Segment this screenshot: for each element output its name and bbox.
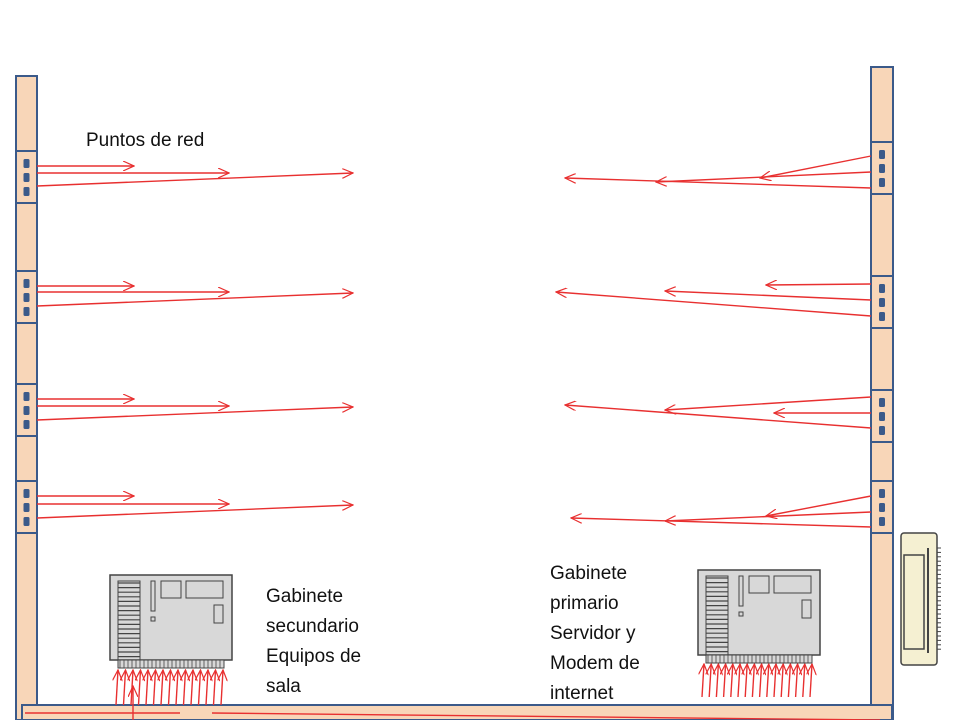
wall-outlet-icon xyxy=(870,141,894,195)
primary-cabinet-line: primario xyxy=(550,593,619,614)
network-cable xyxy=(154,670,156,706)
network-cable xyxy=(716,664,718,698)
patch-panel-icon xyxy=(900,532,941,666)
primary-cabinet-icon xyxy=(697,569,821,664)
network-cable xyxy=(796,664,798,698)
network-cable xyxy=(176,670,178,706)
network-cable xyxy=(214,670,216,706)
network-cable xyxy=(556,292,872,317)
secondary-cabinet-line: sala xyxy=(266,676,301,697)
network-cable xyxy=(169,670,171,706)
network-cable xyxy=(665,511,872,521)
network-cable xyxy=(656,171,872,182)
network-cable xyxy=(788,664,790,698)
floor-cable xyxy=(211,712,881,720)
network-cable xyxy=(116,670,118,706)
primary-cabinet-line: Modem de xyxy=(550,653,640,674)
network-cable xyxy=(139,670,141,706)
secondary-cabinet-line: Equipos de xyxy=(266,646,362,667)
secondary-cabinet-label: Gabinete secundario Equipos de sala xyxy=(266,582,361,702)
primary-cabinet-label: Gabinete primario Servidor y Modem de in… xyxy=(550,559,640,709)
network-cable xyxy=(565,405,872,429)
network-cable xyxy=(766,284,872,285)
network-cable xyxy=(745,664,747,698)
secondary-cabinet-line: secundario xyxy=(266,616,359,637)
network-cable xyxy=(709,664,711,698)
network-points-label: Puntos de red xyxy=(86,130,205,151)
wall-outlet-icon xyxy=(870,389,894,443)
network-cable xyxy=(184,670,186,706)
secondary-cabinet-icon xyxy=(109,574,233,669)
network-cable xyxy=(161,670,163,706)
network-cable xyxy=(36,173,353,187)
network-cable xyxy=(752,664,754,698)
network-cable xyxy=(665,396,872,410)
primary-cabinet-line: internet xyxy=(550,683,614,704)
network-cable xyxy=(571,518,872,528)
wall-outlet-icon xyxy=(15,383,38,437)
network-cable xyxy=(781,664,783,698)
secondary-cabinet-line: Gabinete xyxy=(266,586,344,607)
network-cable xyxy=(146,670,148,706)
network-cable xyxy=(702,664,704,698)
network-cable xyxy=(131,670,133,706)
wall-outlet-icon xyxy=(15,270,38,324)
wall-outlet-icon xyxy=(15,480,38,534)
primary-cabinet-line: Servidor y xyxy=(550,623,636,644)
network-cable xyxy=(199,670,201,706)
network-cable xyxy=(724,664,726,698)
primary-cabinet-line: Gabinete xyxy=(550,563,628,584)
network-cable xyxy=(766,495,872,516)
floor-wall xyxy=(21,704,893,720)
network-cable xyxy=(760,664,762,698)
wall-outlet-icon xyxy=(15,150,38,204)
network-cable xyxy=(810,664,812,698)
network-cable xyxy=(36,407,353,421)
network-cable xyxy=(221,670,223,706)
network-cable xyxy=(36,293,353,307)
network-cable xyxy=(731,664,733,698)
network-cable xyxy=(206,670,208,706)
network-cable xyxy=(767,664,769,698)
network-cable xyxy=(36,505,353,519)
wall-outlet-icon xyxy=(870,480,894,534)
network-cable xyxy=(760,155,872,178)
network-cable xyxy=(774,664,776,698)
network-cable xyxy=(665,291,872,301)
wall-outlet-icon xyxy=(870,275,894,329)
network-cable xyxy=(124,670,126,706)
network-cable xyxy=(803,664,805,698)
network-cable xyxy=(191,670,193,706)
network-cable xyxy=(565,178,872,189)
network-cable xyxy=(738,664,740,698)
